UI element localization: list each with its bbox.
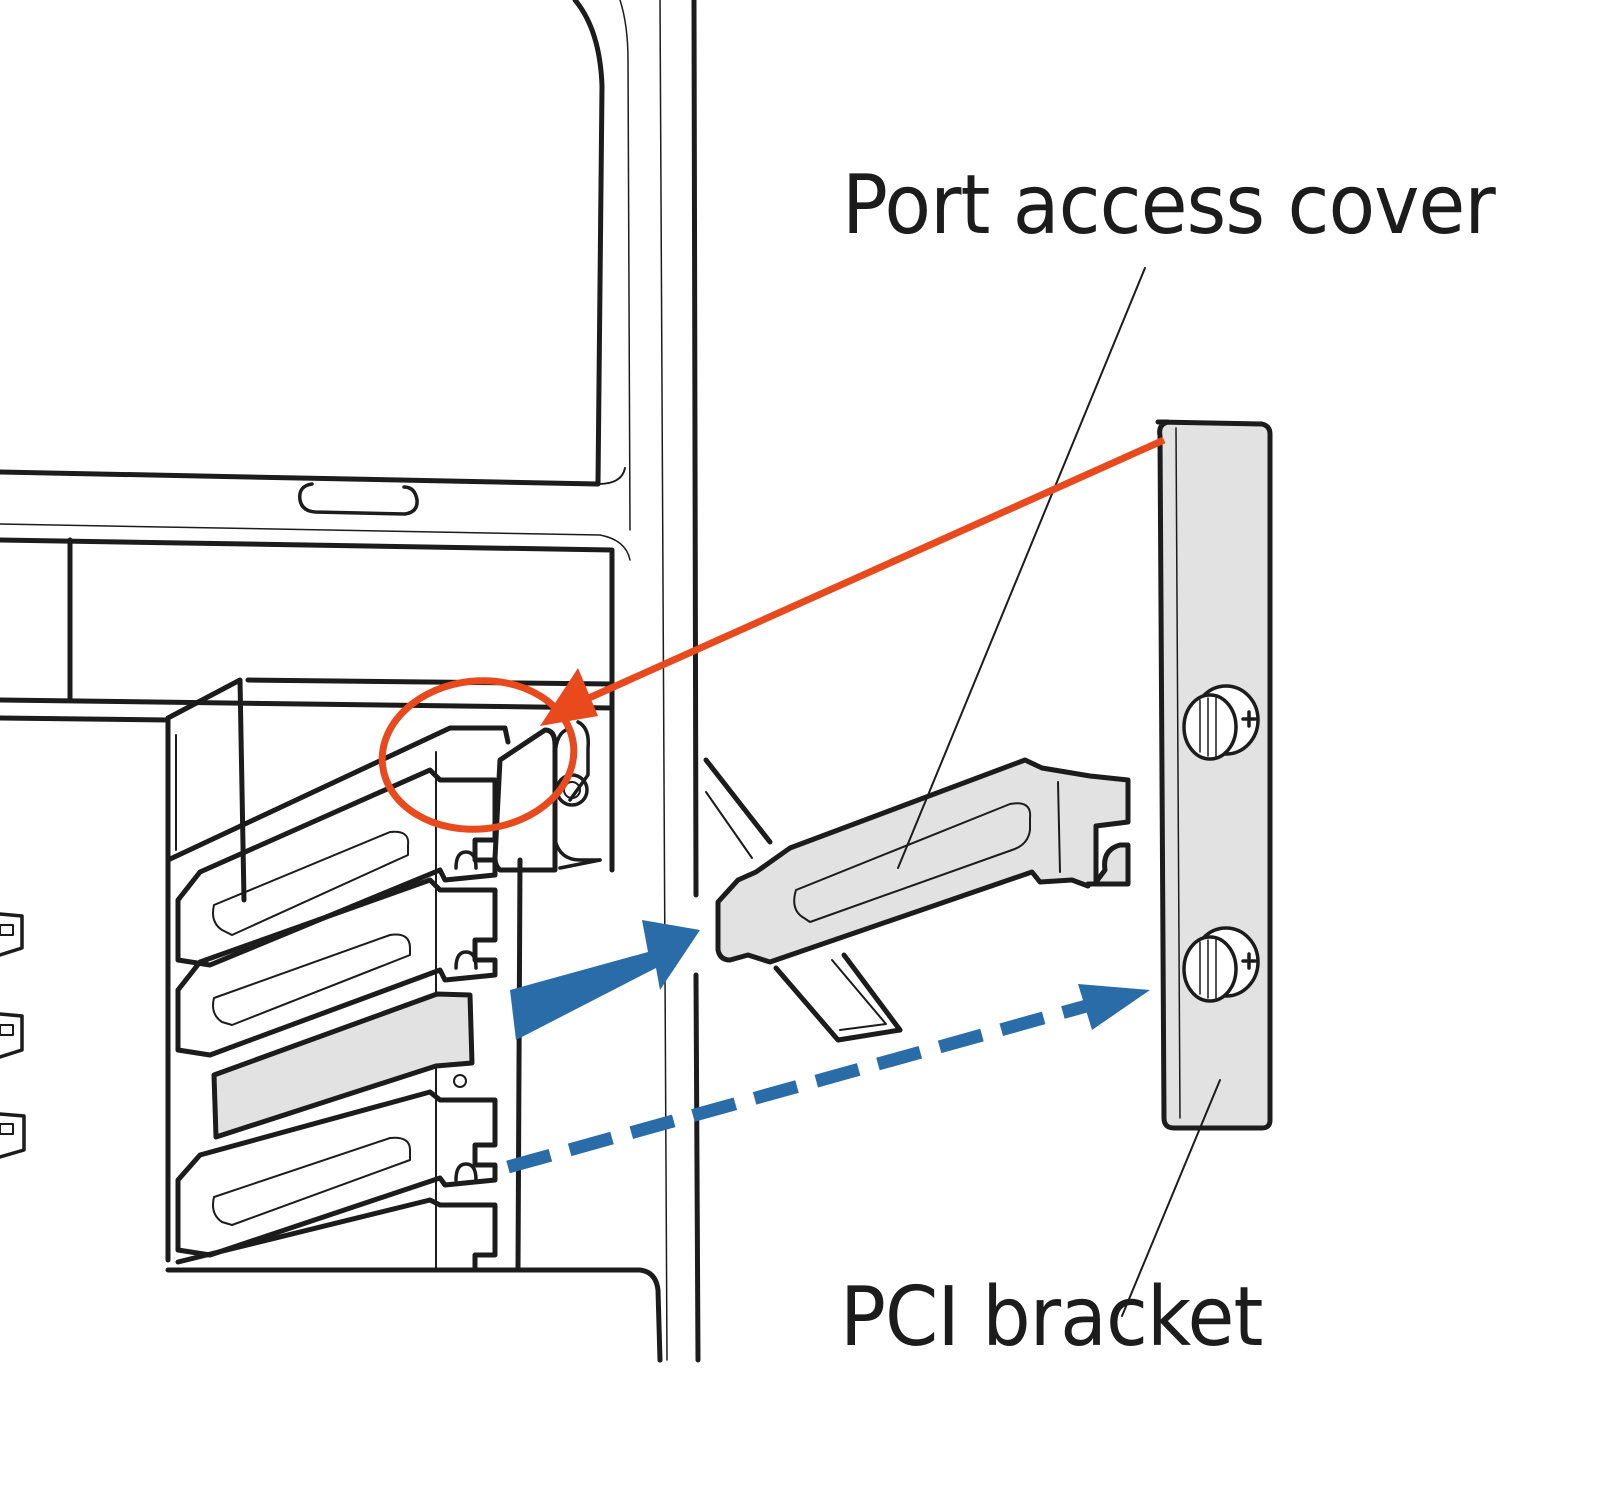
empty-slot-opening <box>211 991 475 1140</box>
pci-slot-latch[interactable] <box>492 697 615 873</box>
thumbscrew-icon <box>1182 684 1260 761</box>
blue-dashed-arrow <box>506 984 1150 1174</box>
slot-cover-1 <box>175 767 498 968</box>
pci-bracket[interactable] <box>1155 419 1273 1131</box>
chassis-upper-bay <box>0 0 631 561</box>
red-arrow-head <box>540 668 598 726</box>
pci-bracket-label: PCI bracket <box>840 1270 1263 1365</box>
slot-cover-4-partial <box>175 1197 498 1273</box>
slot-screw-hole <box>453 1074 467 1088</box>
logic-board-panel <box>0 715 171 1263</box>
slot-screw-hole <box>454 950 478 970</box>
red-arrow-line <box>578 436 1166 706</box>
display-port-icon <box>0 1112 26 1159</box>
highlight-circle <box>378 677 578 833</box>
card-edge-behind <box>703 757 903 1043</box>
display-port-icon <box>0 1012 24 1059</box>
slot-cover-3 <box>175 1089 498 1258</box>
slot-cover-2 <box>175 877 498 1058</box>
chassis-rails <box>657 0 701 1363</box>
leader-line-pci-bracket <box>1121 1079 1221 1317</box>
thumbscrew-icon <box>1182 926 1260 1003</box>
slot-screw-hole <box>454 850 478 870</box>
slot-screw-hole <box>454 1162 478 1182</box>
display-port-icon <box>0 912 24 957</box>
leader-line-port-access-cover <box>897 267 1146 869</box>
bay-handle <box>298 482 419 516</box>
port-access-cover-label: Port access cover <box>842 158 1496 253</box>
port-access-cover[interactable] <box>715 757 1131 965</box>
blue-solid-arrow <box>510 920 700 1040</box>
red-highlight-annotation <box>378 436 1166 833</box>
chassis-middle-bay <box>0 537 615 711</box>
